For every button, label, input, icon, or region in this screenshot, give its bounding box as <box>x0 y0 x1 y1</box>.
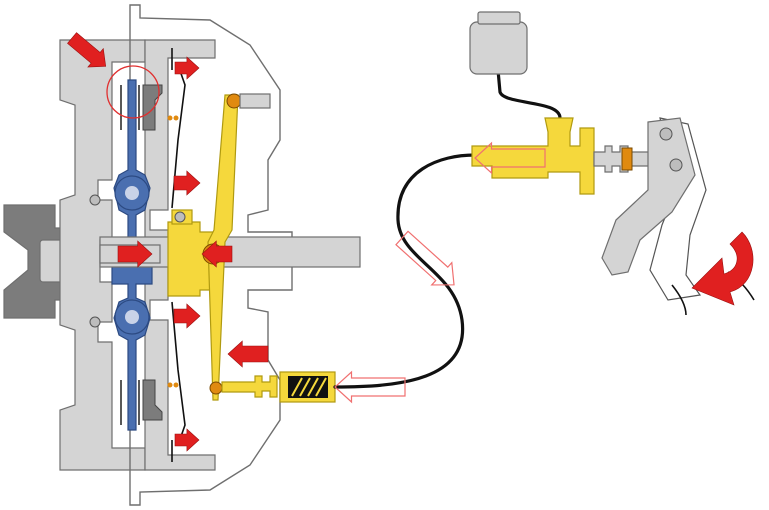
spring-pivot-top-1 <box>167 115 173 121</box>
disc-damper-top-hole <box>125 186 139 200</box>
flywheel-contact-arrow <box>67 32 107 68</box>
force-arrows <box>67 32 754 452</box>
spring-arrow-mid-upper <box>173 170 201 196</box>
fluid-reservoir <box>469 21 528 75</box>
master-cylinder <box>471 117 595 195</box>
bell-housing <box>129 4 293 506</box>
hydraulic-line <box>333 153 477 389</box>
shaft-arrow <box>117 240 153 268</box>
spring-pivot-bottom-2 <box>173 382 179 388</box>
flywheel-bolt-bottom <box>89 316 101 328</box>
fork-pivot-bolt <box>174 211 186 223</box>
pedal-pivot <box>659 127 673 141</box>
master-pushrod-nut <box>621 147 633 171</box>
master-cylinder-flow-arrow <box>474 141 546 175</box>
line-flow-arrow <box>395 230 455 286</box>
spring-pivot-bottom-1 <box>167 382 173 388</box>
fork-upper-stud <box>239 93 271 109</box>
disc-damper-bottom-hole <box>125 310 139 324</box>
pressure-plate-cover <box>144 39 216 471</box>
pedal-press-arrow <box>691 231 754 306</box>
flywheel-bolt-top <box>89 194 101 206</box>
flywheel <box>59 39 146 471</box>
flow-arrows <box>334 141 546 404</box>
pressure-plate-top-arrow <box>174 56 200 80</box>
slave-pushrod <box>221 375 278 398</box>
bearing-arrow <box>201 240 233 268</box>
pedal-floor-line-1 <box>671 284 687 316</box>
reservoir-hose <box>496 68 562 120</box>
diaphragm-spring-top <box>171 48 186 209</box>
spring-pivot-top-2 <box>173 115 179 121</box>
fluid-reservoir-cap <box>477 11 521 25</box>
pressure-plate-bottom-arrow <box>174 428 200 452</box>
clutch-pedal <box>601 117 696 276</box>
friction-lining-bottom <box>142 379 163 421</box>
fork-lower-pivot <box>209 381 223 395</box>
pedal-pushrod-pin <box>669 158 683 172</box>
slave-flow-arrow <box>334 370 406 404</box>
fork-arrow <box>227 340 269 368</box>
highlight-circle <box>106 65 160 119</box>
slave-piston-hatch <box>291 377 327 397</box>
friction-lining-top <box>142 84 163 131</box>
spring-arrow-mid-lower <box>173 303 201 329</box>
fork-upper-pivot <box>226 93 242 109</box>
